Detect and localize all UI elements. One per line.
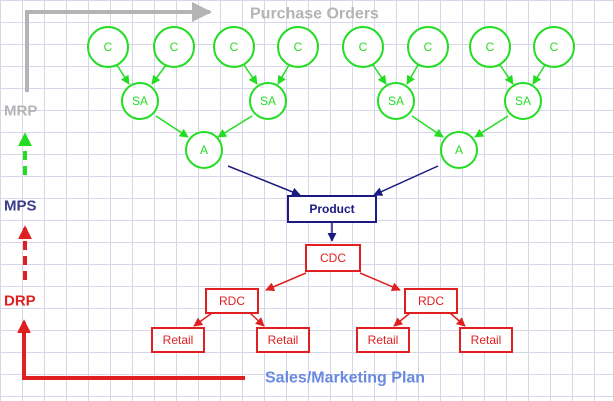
svg-text:RDC: RDC (418, 294, 444, 308)
component-node-6: C (407, 26, 449, 68)
svg-text:C: C (294, 40, 303, 54)
component-node-8: C (533, 26, 575, 68)
subassembly-node-1: SA (121, 82, 159, 120)
svg-text:C: C (550, 40, 559, 54)
svg-text:Retail: Retail (268, 333, 299, 347)
sales-plan-label: Sales/Marketing Plan (265, 370, 425, 387)
product-node: Product (287, 195, 377, 223)
mrp-label: MRP (4, 103, 37, 120)
svg-text:Product: Product (309, 202, 354, 216)
svg-text:C: C (104, 40, 113, 54)
svg-text:A: A (200, 143, 208, 157)
svg-text:CDC: CDC (320, 251, 346, 265)
component-node-7: C (469, 26, 511, 68)
subassembly-node-2: SA (249, 82, 287, 120)
svg-text:Retail: Retail (368, 333, 399, 347)
svg-text:C: C (424, 40, 433, 54)
edges-subassemblies (155, 115, 509, 138)
purchase-orders-label: Purchase Orders (250, 6, 379, 23)
drp-label: DRP (4, 293, 36, 310)
mps-label: MPS (4, 198, 37, 215)
edges-components (116, 64, 546, 85)
retail-node-2: Retail (256, 327, 310, 353)
svg-text:RDC: RDC (219, 294, 245, 308)
subassembly-node-3: SA (377, 82, 415, 120)
svg-text:SA: SA (260, 94, 276, 108)
sales-plan-arrow (17, 319, 245, 380)
component-node-2: C (153, 26, 195, 68)
component-node-1: C (87, 26, 129, 68)
edges-assemblies (227, 165, 439, 242)
purchase-orders-arrow (25, 2, 212, 92)
component-node-4: C (277, 26, 319, 68)
svg-text:Retail: Retail (471, 333, 502, 347)
rdc-node-2: RDC (404, 288, 458, 314)
retail-node-1: Retail (151, 327, 205, 353)
svg-text:C: C (359, 40, 368, 54)
svg-text:C: C (486, 40, 495, 54)
svg-text:C: C (230, 40, 239, 54)
cdc-node: CDC (305, 244, 361, 272)
svg-text:SA: SA (132, 94, 148, 108)
rdc-node-1: RDC (205, 288, 259, 314)
component-node-3: C (213, 26, 255, 68)
svg-text:SA: SA (388, 94, 404, 108)
retail-node-4: Retail (459, 327, 513, 353)
svg-text:Retail: Retail (163, 333, 194, 347)
svg-text:SA: SA (515, 94, 531, 108)
component-node-5: C (342, 26, 384, 68)
assembly-node-1: A (185, 131, 223, 169)
edges-distribution (193, 272, 466, 327)
svg-text:C: C (170, 40, 179, 54)
subassembly-node-4: SA (504, 82, 542, 120)
svg-text:A: A (455, 143, 463, 157)
assembly-node-2: A (440, 131, 478, 169)
retail-node-3: Retail (356, 327, 410, 353)
